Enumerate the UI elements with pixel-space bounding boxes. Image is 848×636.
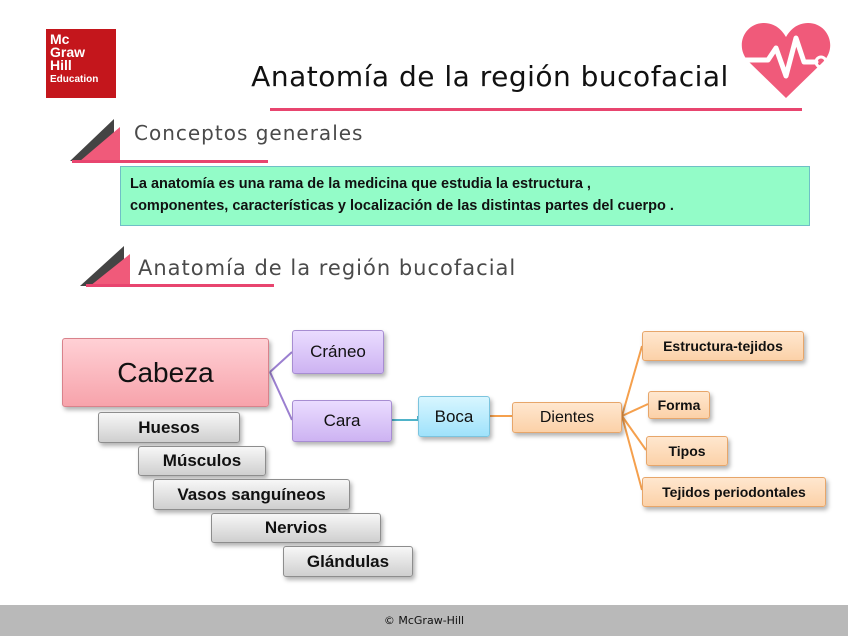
mcgraw-hill-logo: Mc Graw Hill Education (46, 29, 116, 98)
logo-line-1: Mc (50, 31, 70, 47)
node-forma: Forma (648, 391, 710, 419)
heart-pulse-icon (741, 23, 831, 98)
node-boca: Boca (418, 396, 490, 437)
node-musculos: Músculos (138, 446, 266, 476)
section-heading-anatomia: Anatomía de la región bucofacial (138, 256, 517, 280)
footer-bar: © McGraw-Hill (0, 605, 848, 636)
footer-copyright: © McGraw-Hill (383, 614, 465, 627)
connector-dientes-estructura (621, 345, 643, 417)
node-nervios: Nervios (211, 513, 381, 543)
logo-line-3: Hill (50, 57, 72, 73)
connector-dientes-forma (621, 403, 649, 417)
node-estructura-tejidos: Estructura-tejidos (642, 331, 804, 361)
title-underline (270, 108, 802, 111)
node-vasos-sanguineos: Vasos sanguíneos (153, 479, 350, 510)
connector-cabeza-craneo (269, 351, 293, 373)
logo-line-4: Education (50, 74, 99, 85)
connector-dientes-tejidos (621, 415, 643, 491)
page-title: Anatomía de la región bucofacial (251, 60, 729, 93)
node-tipos: Tipos (646, 436, 728, 466)
node-cabeza: Cabeza (62, 338, 269, 407)
connector-cara-boca (392, 416, 419, 421)
section-heading-conceptos: Conceptos generales (134, 121, 364, 145)
connector-cabeza-cara (269, 371, 293, 421)
section-corner-icon (80, 246, 130, 286)
section-underline (86, 284, 274, 287)
node-tejidos-periodontales: Tejidos periodontales (642, 477, 826, 507)
definition-box: La anatomía es una rama de la medicina q… (120, 166, 810, 226)
section-underline (72, 160, 268, 163)
node-cara: Cara (292, 400, 392, 442)
node-dientes: Dientes (512, 402, 622, 433)
node-glandulas: Glándulas (283, 546, 413, 577)
section-corner-icon (70, 119, 120, 161)
definition-line-1: La anatomía es una rama de la medicina q… (130, 176, 591, 192)
node-huesos: Huesos (98, 412, 240, 443)
definition-line-2: componentes, características y localizac… (130, 198, 674, 214)
connector-dientes-tipos (621, 415, 647, 451)
logo-line-2: Graw (50, 44, 86, 60)
node-craneo: Cráneo (292, 330, 384, 374)
